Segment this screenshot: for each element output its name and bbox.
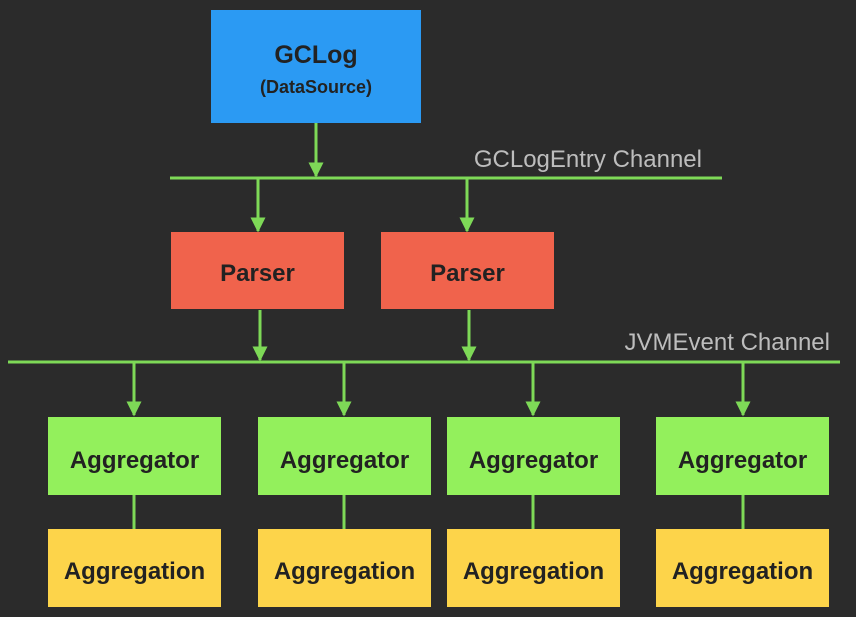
aggregation-node-1: Aggregation xyxy=(48,529,221,607)
parser-label: Parser xyxy=(220,260,295,287)
connectors xyxy=(8,123,840,529)
aggregator-node-1: Aggregator xyxy=(48,417,221,495)
aggregation-box xyxy=(48,529,221,607)
datasource-subtitle: (DataSource) xyxy=(260,77,372,97)
aggregation-label: Aggregation xyxy=(274,558,415,585)
aggregation-label: Aggregation xyxy=(672,558,813,585)
datasource-node: GCLog (DataSource) xyxy=(211,10,421,123)
parser-node-1: Parser xyxy=(171,232,344,309)
parser-label: Parser xyxy=(430,260,505,287)
parser-box xyxy=(171,232,344,309)
aggregator-box xyxy=(258,417,431,495)
datasource-title: GCLog xyxy=(274,41,357,69)
aggregator-label: Aggregator xyxy=(678,447,807,474)
aggregation-node-2: Aggregation xyxy=(258,529,431,607)
aggregator-node-4: Aggregator xyxy=(656,417,829,495)
aggregator-node-2: Aggregator xyxy=(258,417,431,495)
aggregation-label: Aggregation xyxy=(64,558,205,585)
aggregation-box xyxy=(258,529,431,607)
gclog-entry-channel-label: GCLogEntry Channel xyxy=(474,146,702,173)
aggregation-label: Aggregation xyxy=(463,558,604,585)
aggregation-box xyxy=(656,529,829,607)
jvm-event-channel-label: JVMEvent Channel xyxy=(625,329,830,356)
aggregation-node-3: Aggregation xyxy=(447,529,620,607)
parser-node-2: Parser xyxy=(381,232,554,309)
aggregator-node-3: Aggregator xyxy=(447,417,620,495)
parser-box xyxy=(381,232,554,309)
aggregation-node-4: Aggregation xyxy=(656,529,829,607)
aggregator-box xyxy=(656,417,829,495)
aggregator-label: Aggregator xyxy=(70,447,199,474)
datasource-box xyxy=(211,10,421,123)
aggregation-box xyxy=(447,529,620,607)
aggregator-box xyxy=(447,417,620,495)
aggregator-box xyxy=(48,417,221,495)
aggregator-label: Aggregator xyxy=(280,447,409,474)
aggregator-label: Aggregator xyxy=(469,447,598,474)
